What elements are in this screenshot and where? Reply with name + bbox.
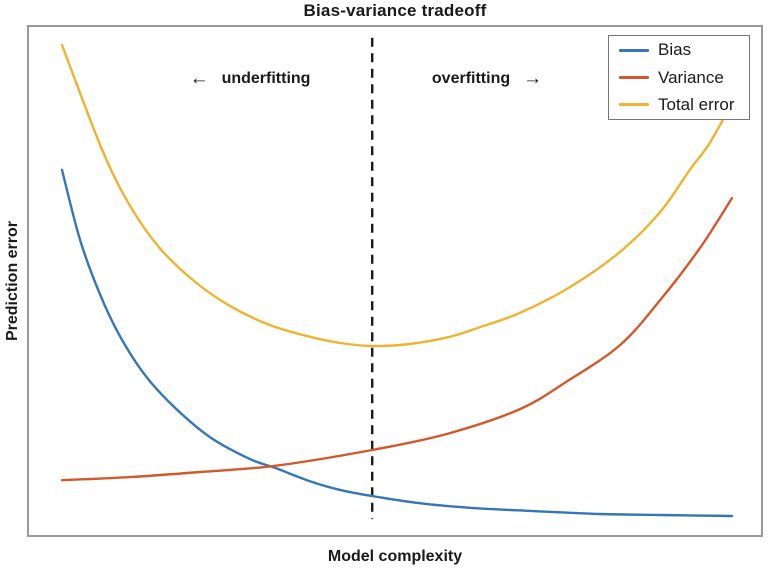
legend-label: Total error [658,94,735,114]
overfitting-annotation: overfitting → [387,68,587,89]
series-lines [60,43,734,518]
legend-line-swatch [619,103,649,107]
legend-label: Bias [658,40,692,60]
legend-label: Variance [658,67,724,87]
legend-line-swatch [619,48,649,52]
underfitting-annotation: ← underfitting [150,68,350,89]
legend-item-variance: Variance [619,65,749,91]
legend-line-swatch [619,76,649,79]
chart-title: Bias-variance tradeoff [303,1,487,20]
legend-item-total-error: Total error [619,92,749,118]
right-arrow-icon: → [523,68,543,89]
left-arrow-icon: ← [189,68,209,89]
series-line-total-error [60,43,734,348]
underfitting-label: underfitting [221,70,311,87]
legend-item-bias: Bias [619,37,749,63]
x-axis-label: Model complexity [327,548,463,565]
overfitting-label: overfitting [431,70,511,87]
series-line-variance [60,196,734,482]
series-line-bias [60,168,734,518]
